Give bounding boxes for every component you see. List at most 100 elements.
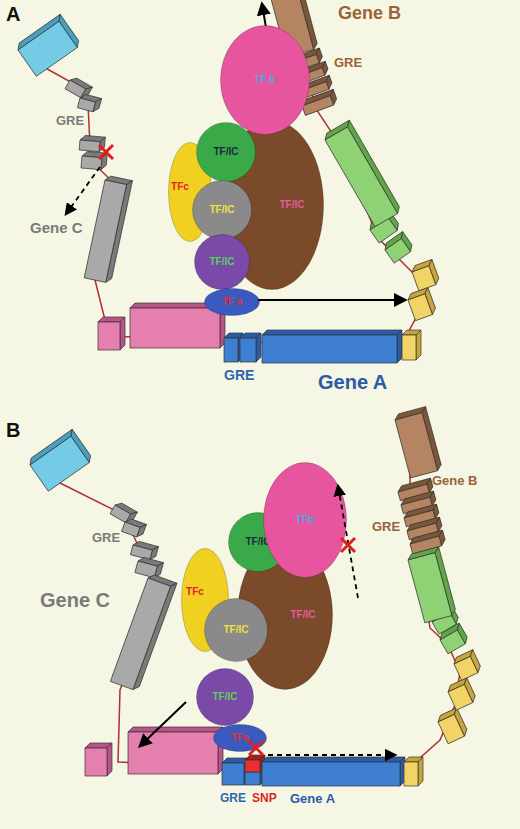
tf-protein: TF/IC [192,180,252,240]
blocked-arrow [66,167,100,214]
exon-box [395,413,438,478]
tf-protein: TF/IC [204,598,268,662]
exon-box [394,407,443,478]
exon-box [81,156,102,170]
panel-letter: B [6,420,20,440]
exon-box [410,536,442,553]
exon-box [438,714,464,743]
exon-box [262,757,405,762]
protein-shape [221,26,310,135]
exon-box [397,330,402,363]
exon-box [323,120,402,226]
gene-label: GRE [372,520,400,533]
protein-shape [197,123,256,182]
gene-label: GRE [56,114,84,127]
exon-box [240,333,261,362]
gene-label: GRE [224,368,254,382]
gene-label: GRE [220,792,246,804]
protein-label: TF b [254,75,275,85]
exon-box [135,556,164,579]
exon-box [418,757,423,786]
exon-box [436,708,469,744]
exon-box [404,757,423,786]
exon-box [446,678,477,710]
exon-box [122,522,140,537]
gene-label: Gene A [318,372,387,392]
exon-box [128,727,223,732]
protein-label: TFa [231,733,249,743]
exon-box [65,80,86,98]
protein-label: TF/IC [210,205,235,215]
protein-shape [238,541,333,690]
block-mark [341,538,355,552]
exon-box [18,21,77,76]
exon-box [85,743,112,776]
exon-box [27,429,93,491]
exon-box [77,93,101,113]
gene-label: Gene C [40,590,110,610]
block-mark [249,741,263,755]
exon-box [262,762,400,786]
gene-label: GRE [92,531,120,544]
exon-box [110,573,177,691]
protein-shape [197,669,254,726]
blocked-arrow [268,754,395,756]
protein-shape [229,513,288,572]
protein-label: TF a [222,297,243,307]
exon-box [224,338,238,362]
block-mark [249,741,263,755]
gene-label: Gene B [432,474,478,487]
tf-protein: TFa [213,724,267,752]
protein-shape [193,181,252,240]
protein-label: TF/IC [214,147,239,157]
protein-label: TF/IC [291,610,316,620]
exon-box [122,517,147,538]
tf-protein: TF/IC [196,122,256,182]
exon-box [84,180,126,282]
transcription-arrow [140,702,186,746]
protein-shape [264,463,347,578]
tf-protein: TF a [204,288,260,316]
exon-box [98,322,120,350]
protein-label: TFc [171,182,189,192]
exon-box [410,259,440,290]
gene-label: Gene C [30,220,83,235]
protein-label: TF/IC [280,200,305,210]
exon-box [452,650,483,681]
protein-label: TF/IC [210,257,235,267]
exon-box [128,727,223,774]
transcription-arrow [258,299,405,301]
exon-box [222,763,244,785]
tf-protein: TF b [220,25,310,135]
exon-box [79,135,105,152]
exon-box [130,308,220,348]
exon-box [402,335,416,360]
exon-box [404,762,418,786]
gene-label: GRE [334,56,362,69]
protein-label: TFc [186,587,204,597]
protein-label: TF/IC [224,625,249,635]
exon-box [84,175,132,283]
exon-box [79,140,100,152]
protein-shape [195,235,250,290]
exon-box [77,98,95,112]
dna-strand [50,420,460,774]
exon-box [262,330,402,335]
exon-box [385,239,411,264]
protein-shape [214,725,267,752]
exon-box [81,151,107,170]
exon-box [30,436,89,491]
exon-box [128,732,218,774]
exon-box [107,743,112,776]
tf-protein: TFb [263,462,347,578]
exon-box [409,530,447,554]
block-mark [99,145,113,159]
block-mark [341,538,355,552]
exon-box [256,333,261,362]
exon-box [240,338,256,362]
protein-label: TFb [296,515,314,525]
exon-box [407,547,457,623]
tf-protein: TF/IC [194,234,250,290]
block-mark [99,145,113,159]
